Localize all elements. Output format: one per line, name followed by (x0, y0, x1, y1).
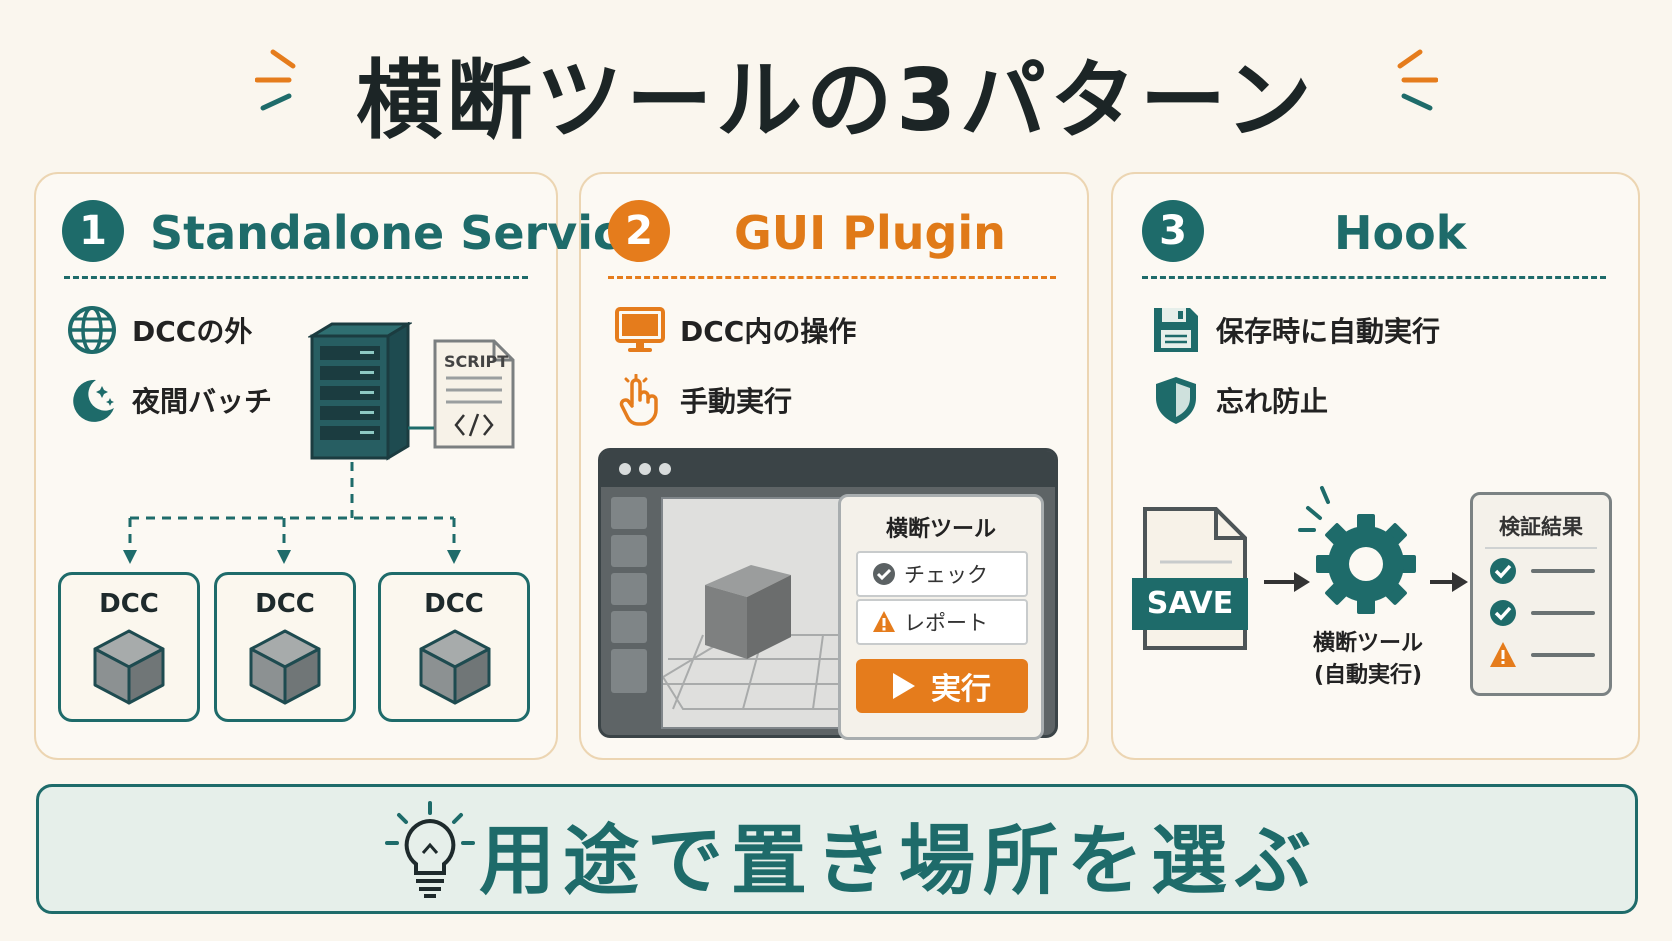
pattern-number-1: 1 (62, 200, 124, 262)
connector-line (408, 426, 434, 430)
dcc-label: DCC (255, 589, 315, 619)
cube-icon (249, 629, 321, 705)
code-icon (454, 413, 494, 437)
feature-manual-run: 手動実行 (614, 374, 792, 426)
shield-icon (1156, 377, 1196, 424)
document-icon (433, 339, 515, 449)
globe-icon (68, 306, 116, 354)
feature-label: 手動実行 (680, 385, 793, 418)
conclusion-banner: 用途で置き場所を選ぶ (36, 784, 1638, 914)
server-icon (308, 322, 412, 461)
save-badge: SAVE (1132, 578, 1248, 630)
toolbar-slot (611, 535, 647, 567)
pattern-name-1: Standalone Service (150, 206, 652, 260)
sparkle-right-icon (1397, 49, 1438, 111)
divider-3 (1142, 276, 1606, 279)
check-circle-icon (1490, 558, 1516, 584)
script-document: SCRIPT (432, 338, 516, 450)
result-row-pass (1489, 557, 1595, 585)
monitor-icon (615, 307, 665, 352)
plugin-panel-title: 横断ツール (885, 517, 996, 542)
play-icon (893, 673, 915, 699)
feature-in-dcc-operation: DCC内の操作 (614, 304, 856, 356)
dcc-target-3: DCC (378, 572, 530, 722)
dcc-target-1: DCC (58, 572, 200, 722)
pattern-name-2: GUI Plugin (734, 206, 1006, 260)
cube-icon (93, 629, 165, 705)
scene-cube-icon (661, 565, 888, 710)
check-circle-icon (873, 563, 895, 585)
feature-prevent-forgetting: 忘れ防止 (1150, 374, 1328, 426)
feature-auto-run-on-save: 保存時に自動実行 (1150, 304, 1440, 356)
script-label: SCRIPT (444, 352, 509, 371)
conclusion-text: 用途で置き場所を選ぶ (479, 816, 1319, 905)
toolbar-slot (611, 497, 647, 529)
floppy-disk-icon (1154, 308, 1198, 352)
toolbar-slot (611, 611, 647, 643)
feature-label: 夜間バッチ (132, 385, 273, 418)
validation-result-card: 検証結果 (1470, 492, 1612, 696)
result-line (1531, 653, 1595, 657)
divider-2 (608, 276, 1056, 279)
report-button-label: レポート (904, 611, 988, 635)
arrow-right-icon (1430, 572, 1468, 592)
pointer-hand-icon (619, 374, 658, 426)
auto-tool-sublabel: (自動実行) (1313, 663, 1423, 688)
window-dot (659, 463, 671, 475)
auto-tool-label: 横断ツール (1312, 631, 1423, 656)
result-line (1531, 569, 1595, 573)
warning-icon (1490, 642, 1516, 667)
run-button-label: 実行 (931, 672, 991, 707)
check-button[interactable]: チェック (856, 551, 1028, 597)
toolbar-slot (611, 573, 647, 605)
warning-icon (873, 611, 895, 632)
feature-label: DCC内の操作 (680, 315, 857, 348)
dcc-target-2: DCC (214, 572, 356, 722)
result-divider (1485, 547, 1597, 549)
cube-icon (419, 629, 491, 705)
check-circle-icon (1490, 600, 1516, 626)
check-button-label: チェック (904, 563, 988, 587)
sparkle-left-icon (255, 49, 296, 111)
result-row-pass (1489, 599, 1595, 627)
lightbulb-icon (385, 801, 475, 898)
auto-tool-caption: 横断ツール (自動実行) (1296, 628, 1440, 692)
dcc-label: DCC (424, 589, 484, 619)
page-title: 横断ツールの3パターン (356, 51, 1316, 151)
title-area: 横断ツールの3パターン (0, 30, 1672, 155)
window-dot (639, 463, 651, 475)
dcc-label: DCC (99, 589, 159, 619)
run-button[interactable]: 実行 (856, 659, 1028, 713)
pattern-name-3: Hook (1334, 206, 1467, 260)
moon-stars-icon (73, 379, 114, 422)
distribution-arrows (123, 462, 461, 564)
pattern-number-2: 2 (608, 200, 670, 262)
feature-label: 保存時に自動実行 (1216, 315, 1441, 348)
result-title: 検証結果 (1499, 515, 1583, 539)
result-row-warning (1489, 641, 1595, 669)
divider-1 (64, 276, 528, 279)
window-dot (619, 463, 631, 475)
feature-outside-dcc: DCCの外 (66, 304, 252, 356)
arrow-right-icon (1264, 572, 1310, 592)
result-line (1531, 611, 1595, 615)
pattern-number-3: 3 (1142, 200, 1204, 262)
toolbar-slot (611, 649, 647, 693)
feature-night-batch: 夜間バッチ (66, 374, 272, 426)
feature-label: DCCの外 (132, 315, 253, 348)
report-button[interactable]: レポート (856, 599, 1028, 645)
feature-label: 忘れ防止 (1216, 385, 1329, 418)
plugin-panel: 横断ツール チェック レポート 実行 (838, 494, 1044, 740)
gear-icon (1298, 486, 1416, 614)
window-titlebar (601, 451, 1055, 487)
